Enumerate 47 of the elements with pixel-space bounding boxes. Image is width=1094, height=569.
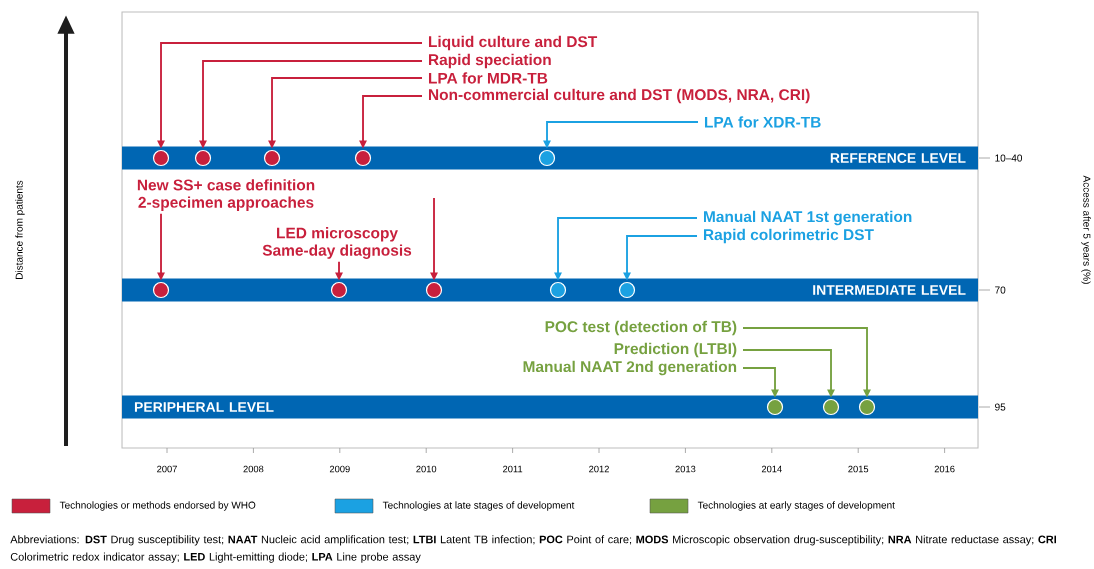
technology-label: Prediction (LTBI) (614, 342, 737, 358)
legend-text: Technologies at early stages of development (697, 501, 895, 511)
level-band: INTERMEDIATE LEVEL (122, 278, 978, 302)
technology-label: Non-commercial culture and DST (MODS, NRA, CRI) (429, 88, 810, 104)
technology-label: Rapid colorimetric DST (704, 228, 874, 244)
year-label: 2008 (243, 465, 264, 473)
legend-text: Technologies or methods endorsed by WHO (59, 501, 256, 511)
technology-label: New SS+ case definition 2-specimen approaches (137, 179, 315, 211)
year-label: 2016 (934, 465, 955, 473)
year-label: 2009 (329, 465, 350, 473)
year-label: 2012 (589, 465, 609, 473)
milestone-dot (263, 149, 281, 167)
level-band: REFERENCE LEVEL (122, 146, 978, 170)
year-label: 2013 (675, 465, 696, 473)
axis-label: Distance from patients (15, 180, 25, 279)
milestone-dot (549, 281, 567, 299)
year-label: 2011 (503, 465, 523, 473)
technology-label: Manual NAAT 1st generation (704, 210, 912, 226)
legend-text: Technologies at late stages of development (382, 501, 575, 511)
technology-label: LPA for XDR-TB (705, 116, 821, 128)
tick-label: 95 (995, 403, 1006, 411)
milestone-dot (766, 398, 784, 416)
level-band: PERIPHERAL LEVEL (122, 395, 978, 419)
technology-label: Liquid culture and DST (429, 35, 598, 51)
technology-label: Rapid speciation (429, 53, 551, 69)
axis-label: Access after 5 years (%) (1081, 175, 1091, 284)
year-label: 2015 (848, 465, 869, 473)
milestone-dot (152, 281, 170, 299)
milestone-dot (330, 281, 348, 299)
milestone-dot (538, 149, 556, 167)
milestone-dot (354, 149, 372, 167)
year-label: 2014 (761, 465, 782, 473)
year-label: 2010 (416, 465, 437, 473)
milestone-dot (152, 149, 170, 167)
tick-label: 70 (995, 286, 1006, 294)
technology-label: LED microscopy Same-day diagnosis (262, 227, 412, 259)
technology-label: POC test (detection of TB) (545, 320, 737, 336)
milestone-dot (858, 398, 876, 416)
milestone-dot (822, 398, 840, 416)
technology-label: Manual NAAT 2nd generation (523, 360, 737, 376)
milestone-dot (425, 281, 443, 299)
tick-label: 10–40 (995, 154, 1022, 162)
abbreviations-note: Abbreviations: DST Drug susceptibility test; NAAT Nucleic acid amplification test; LTBI Latent TB infection; POC Point of care; MODS Microscopic observation drug-susceptibility; NRA Nitrate reductase assay; CRI Colorimetric redox indicator assay; LED Light-emitting diode; LPA Line probe assay (10, 535, 1057, 563)
year-label: 2007 (157, 465, 177, 473)
milestone-dot (618, 281, 636, 299)
milestone-dot (194, 149, 212, 167)
technology-label: LPA for MDR-TB (429, 72, 548, 84)
